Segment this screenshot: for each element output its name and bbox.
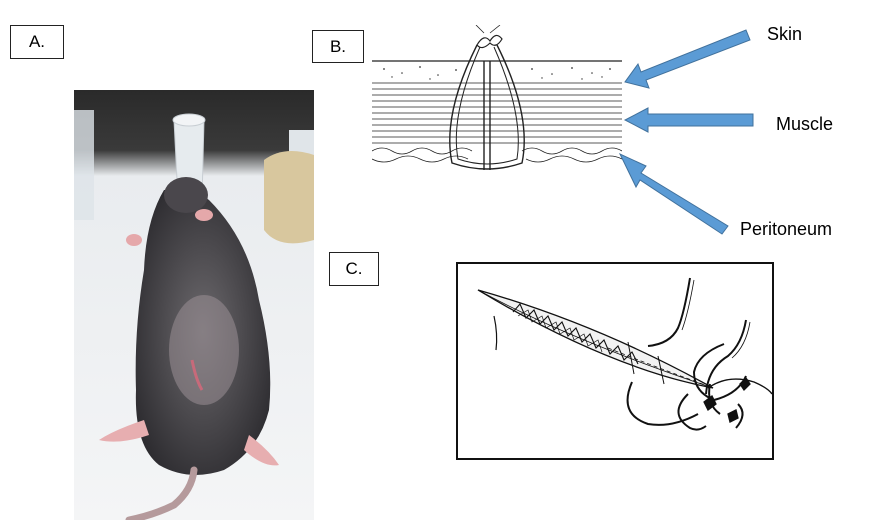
muscle-arrow <box>623 107 754 133</box>
peritoneum-label: Peritoneum <box>740 219 833 239</box>
suture-closure-drawing <box>477 277 772 431</box>
panel-c-label: C. <box>329 252 379 286</box>
panel-b-label: B. <box>312 30 364 63</box>
suture-closure-panel <box>456 262 774 460</box>
callout-arrows <box>618 29 754 235</box>
peritoneum-arrow <box>618 152 729 235</box>
panel-a-label: A. <box>10 25 64 59</box>
tissue-layers-diagram <box>372 25 622 170</box>
skin-label: Skin <box>767 24 803 44</box>
skin-arrow <box>624 29 751 89</box>
muscle-label: Muscle <box>776 114 834 134</box>
mouse-photo <box>74 90 314 520</box>
